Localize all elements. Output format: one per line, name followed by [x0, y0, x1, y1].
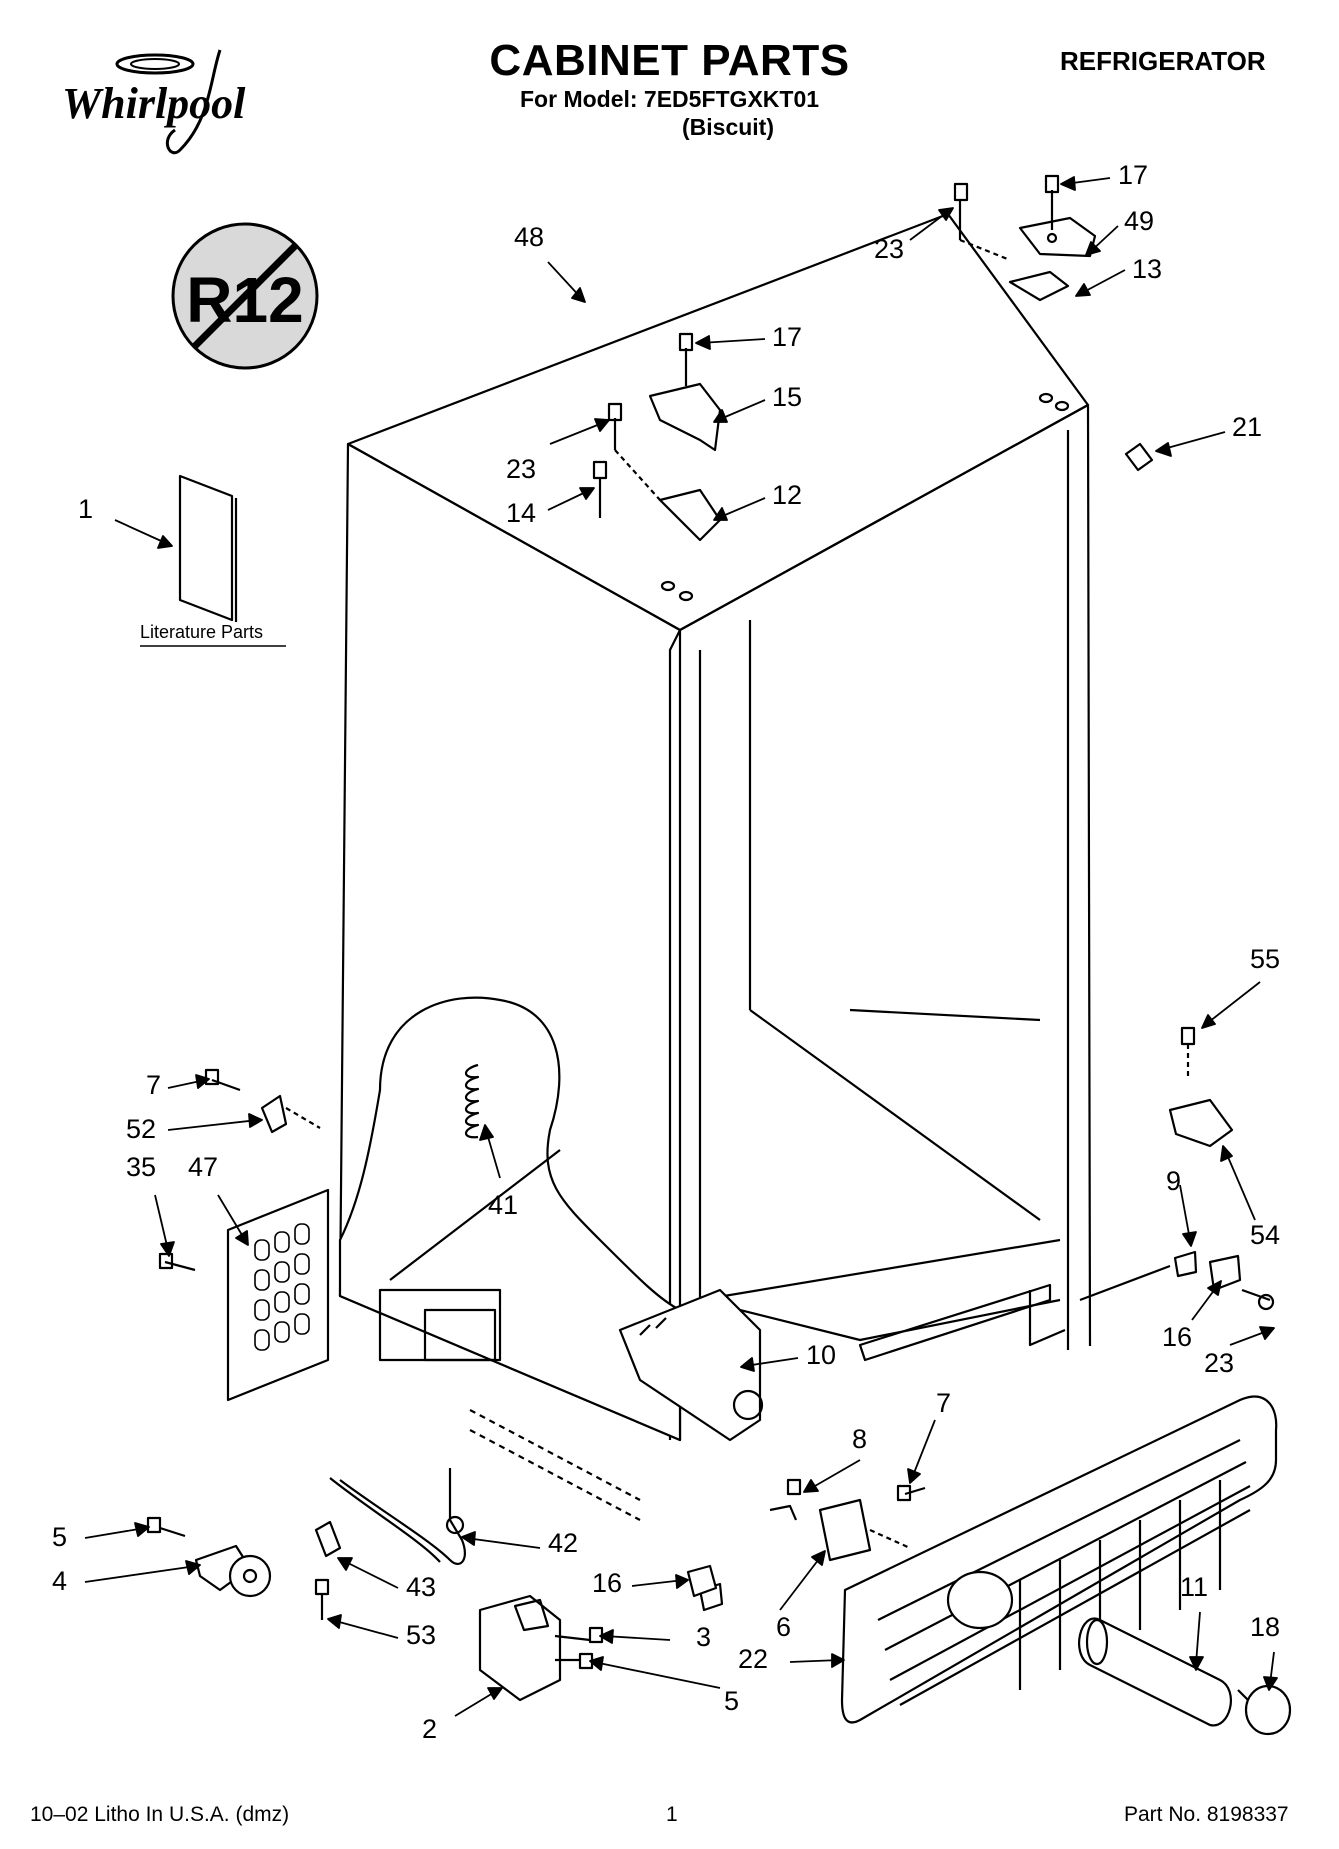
callout-23: 23 — [874, 234, 905, 264]
callout-13: 13 — [1132, 254, 1163, 284]
r12-text: R12 — [186, 264, 303, 336]
callout-52: 52 — [126, 1114, 157, 1144]
callout-23: 23 — [1204, 1348, 1235, 1378]
callout-12: 12 — [772, 480, 803, 510]
lower-hinge-left — [478, 1594, 562, 1702]
callout-8: 8 — [852, 1424, 868, 1454]
no-r12-badge: R12 — [171, 222, 319, 370]
callout-22: 22 — [738, 1644, 769, 1674]
callout-7: 7 — [936, 1388, 952, 1418]
callout-5: 5 — [52, 1522, 68, 1552]
callout-54: 54 — [1250, 1220, 1281, 1250]
callout-18: 18 — [1250, 1612, 1281, 1642]
compressor-shield — [226, 1188, 330, 1402]
footer-litho: 10–02 Litho In U.S.A. (dmz) — [30, 1803, 290, 1826]
callout-23: 23 — [506, 454, 537, 484]
callout-55: 55 — [1250, 944, 1281, 974]
callout-42: 42 — [548, 1528, 579, 1558]
water-filter — [1078, 1617, 1292, 1736]
brand-logo: Whirlpool — [62, 79, 246, 128]
callout-17: 17 — [772, 322, 803, 352]
callout-10: 10 — [806, 1340, 837, 1370]
upper-hinge-right — [953, 174, 1097, 302]
toe-grille — [840, 1395, 1278, 1724]
callout-1: 1 — [78, 494, 94, 524]
drain-tube — [339, 1479, 466, 1565]
drain-coil — [464, 1063, 480, 1139]
page-number: 1 — [666, 1803, 678, 1826]
callout-48: 48 — [514, 222, 545, 252]
category-label: REFRIGERATOR — [1060, 46, 1266, 76]
page-title: CABINET PARTS — [489, 36, 850, 85]
literature-parts-label: Literature Parts — [140, 622, 264, 642]
model-line: For Model: 7ED5FTGXKT01 — [520, 86, 820, 112]
water-tube-housing — [618, 1288, 762, 1442]
callout-14: 14 — [506, 498, 537, 528]
callout-41: 41 — [488, 1190, 519, 1220]
callout-3: 3 — [696, 1622, 712, 1652]
callout-49: 49 — [1124, 206, 1155, 236]
color-variant: (Biscuit) — [682, 114, 774, 140]
callout-11: 11 — [1180, 1572, 1209, 1602]
callout-35: 35 — [126, 1152, 157, 1182]
callout-47: 47 — [188, 1152, 219, 1182]
callout-2: 2 — [422, 1714, 438, 1744]
upper-hinge-center — [592, 332, 1070, 602]
callout-17: 17 — [1118, 160, 1149, 190]
callout-16: 16 — [592, 1568, 623, 1598]
brand-swirl-icon — [115, 49, 222, 154]
part-number: Part No. 8198337 — [1124, 1803, 1289, 1826]
callout-43: 43 — [406, 1572, 437, 1602]
callout-53: 53 — [406, 1620, 437, 1650]
lower-hinge-right — [1079, 1026, 1275, 1311]
callout-16: 16 — [1162, 1322, 1193, 1352]
callout-15: 15 — [772, 382, 803, 412]
callout-21: 21 — [1232, 412, 1263, 442]
callout-5: 5 — [724, 1686, 740, 1716]
hinge-pin — [1124, 442, 1154, 472]
literature-booklet — [178, 474, 238, 622]
callout-6: 6 — [776, 1612, 792, 1642]
callout-4: 4 — [52, 1566, 68, 1596]
callout-9: 9 — [1166, 1166, 1182, 1196]
callout-7: 7 — [146, 1070, 162, 1100]
